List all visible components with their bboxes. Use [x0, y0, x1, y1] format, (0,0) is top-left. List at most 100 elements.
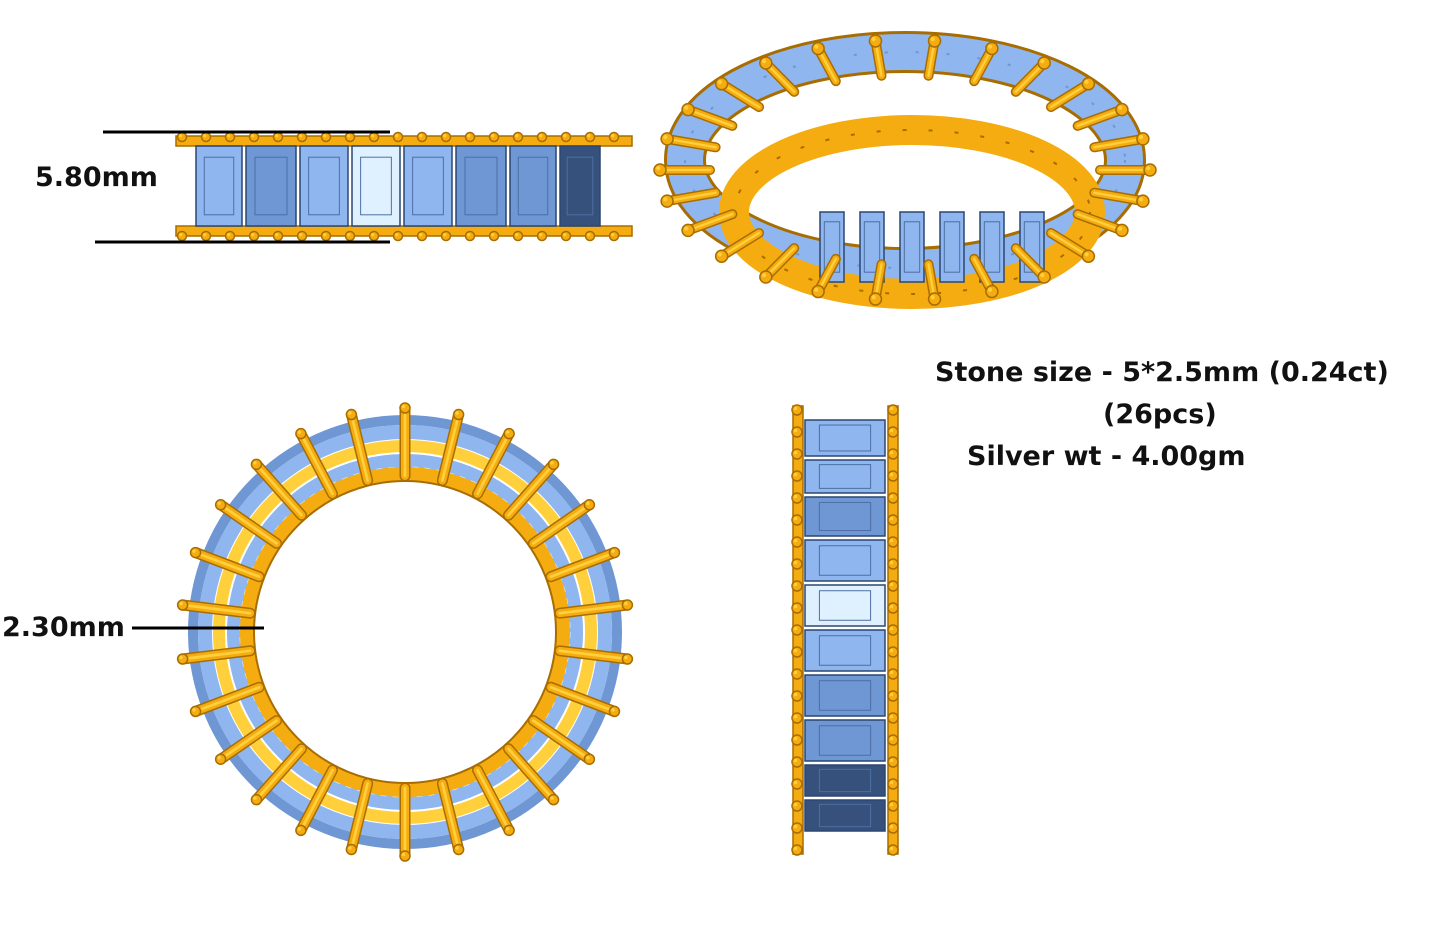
front-prong-bead [887, 404, 899, 416]
side-prong-bead [248, 131, 260, 143]
front-prong-bead [791, 734, 803, 746]
front-stone [804, 584, 886, 627]
front-prong-bead [791, 558, 803, 570]
front-prong-bead [887, 756, 899, 768]
front-stone [804, 764, 886, 797]
front-prong-bead [887, 514, 899, 526]
perspective-prong-bead [1081, 77, 1096, 91]
front-stone [804, 539, 886, 582]
perspective-prong-bead [759, 56, 773, 70]
front-prong-bead [791, 668, 803, 680]
front-prong-bead [791, 778, 803, 790]
top-prong-bead [503, 824, 515, 837]
perspective-prong-bead [927, 292, 942, 306]
perspective-prong-bead [1037, 56, 1051, 70]
front-prong-bead [887, 426, 899, 438]
side-prong-bead [416, 131, 428, 143]
top-prong-bead [176, 653, 189, 665]
side-prong-bead [608, 131, 620, 143]
perspective-prong-bead [1037, 270, 1051, 284]
perspective-prong-bead [1136, 132, 1150, 146]
perspective-inner-stone [939, 211, 965, 283]
front-prong-bead [791, 514, 803, 526]
perspective-prong-bead [985, 41, 999, 56]
height-dimension-label: 5.80mm [35, 162, 158, 193]
perspective-prong-bead [681, 223, 695, 238]
perspective-prong-bead [868, 34, 883, 48]
side-prong-bead [536, 230, 548, 242]
top-prong-bead [214, 753, 227, 765]
side-prong-bead [320, 131, 332, 143]
front-prong-bead [887, 822, 899, 834]
side-prong-bead [440, 131, 452, 143]
front-prong-bead [887, 668, 899, 680]
top-prong-bead [608, 546, 621, 559]
front-prong-bead [791, 624, 803, 636]
side-prong-bead [368, 131, 380, 143]
front-stone [804, 629, 886, 672]
side-prong-bead [584, 230, 596, 242]
top-prong-bead [452, 408, 465, 421]
front-prong-bead [887, 602, 899, 614]
top-prong-bead [295, 427, 307, 440]
side-prong-bead [560, 131, 572, 143]
front-prong-bead [887, 690, 899, 702]
ring-front-view [791, 404, 899, 856]
ring-side-view [175, 131, 633, 242]
side-prong-bead [224, 230, 236, 242]
front-prong-bead [791, 492, 803, 504]
front-stone [804, 674, 886, 717]
top-prong-bead [189, 705, 202, 718]
front-prong-bead [887, 734, 899, 746]
front-prong-bead [791, 646, 803, 658]
front-prong-bead [887, 624, 899, 636]
front-prong-bead [887, 492, 899, 504]
stone-count-spec: (26pcs) [1103, 399, 1217, 430]
top-prong-bead [547, 458, 560, 471]
side-prong-bead [368, 230, 380, 242]
front-stone [804, 419, 886, 457]
side-prong-bead [512, 131, 524, 143]
side-prong-bead [464, 131, 476, 143]
front-prong-bead [791, 536, 803, 548]
front-stone [804, 459, 886, 494]
top-prong-bead [176, 599, 189, 611]
front-prong-bead [791, 426, 803, 438]
perspective-prong-bead [927, 34, 942, 48]
side-prong-bead [392, 131, 404, 143]
side-prong-bead [464, 230, 476, 242]
top-prong-bead [345, 843, 358, 856]
front-prong-bead [887, 800, 899, 812]
side-prong-bead [200, 131, 212, 143]
front-prong-bead [791, 690, 803, 702]
perspective-prong-bead [811, 41, 825, 56]
side-prong-bead [176, 131, 188, 143]
front-prong-bead [887, 646, 899, 658]
perspective-prong-bead [681, 102, 695, 117]
dimension-lines [95, 130, 390, 630]
side-prong-bead [488, 230, 500, 242]
side-prong-bead [224, 131, 236, 143]
side-stone [509, 145, 557, 227]
top-prong-bead [583, 753, 596, 765]
side-prong-bead [320, 230, 332, 242]
front-prong-bead [887, 778, 899, 790]
stone-size-spec: Stone size - 5*2.5mm (0.24ct) [935, 357, 1389, 388]
front-prong-bead [791, 756, 803, 768]
perspective-prong-bead [811, 284, 825, 299]
top-prong-bead [214, 499, 227, 511]
perspective-prong-bead [1115, 102, 1129, 117]
front-prong-bead [887, 580, 899, 592]
front-prong-bead [887, 712, 899, 724]
front-prong-bead [791, 448, 803, 460]
top-prong-bead [250, 793, 263, 806]
front-prong-bead [887, 536, 899, 548]
side-prong-bead [392, 230, 404, 242]
side-stone [195, 145, 243, 227]
top-prong-bead [608, 705, 621, 718]
side-prong-bead [416, 230, 428, 242]
side-prong-bead [344, 131, 356, 143]
side-prong-bead [296, 131, 308, 143]
front-stone [804, 719, 886, 762]
side-prong-bead [272, 230, 284, 242]
